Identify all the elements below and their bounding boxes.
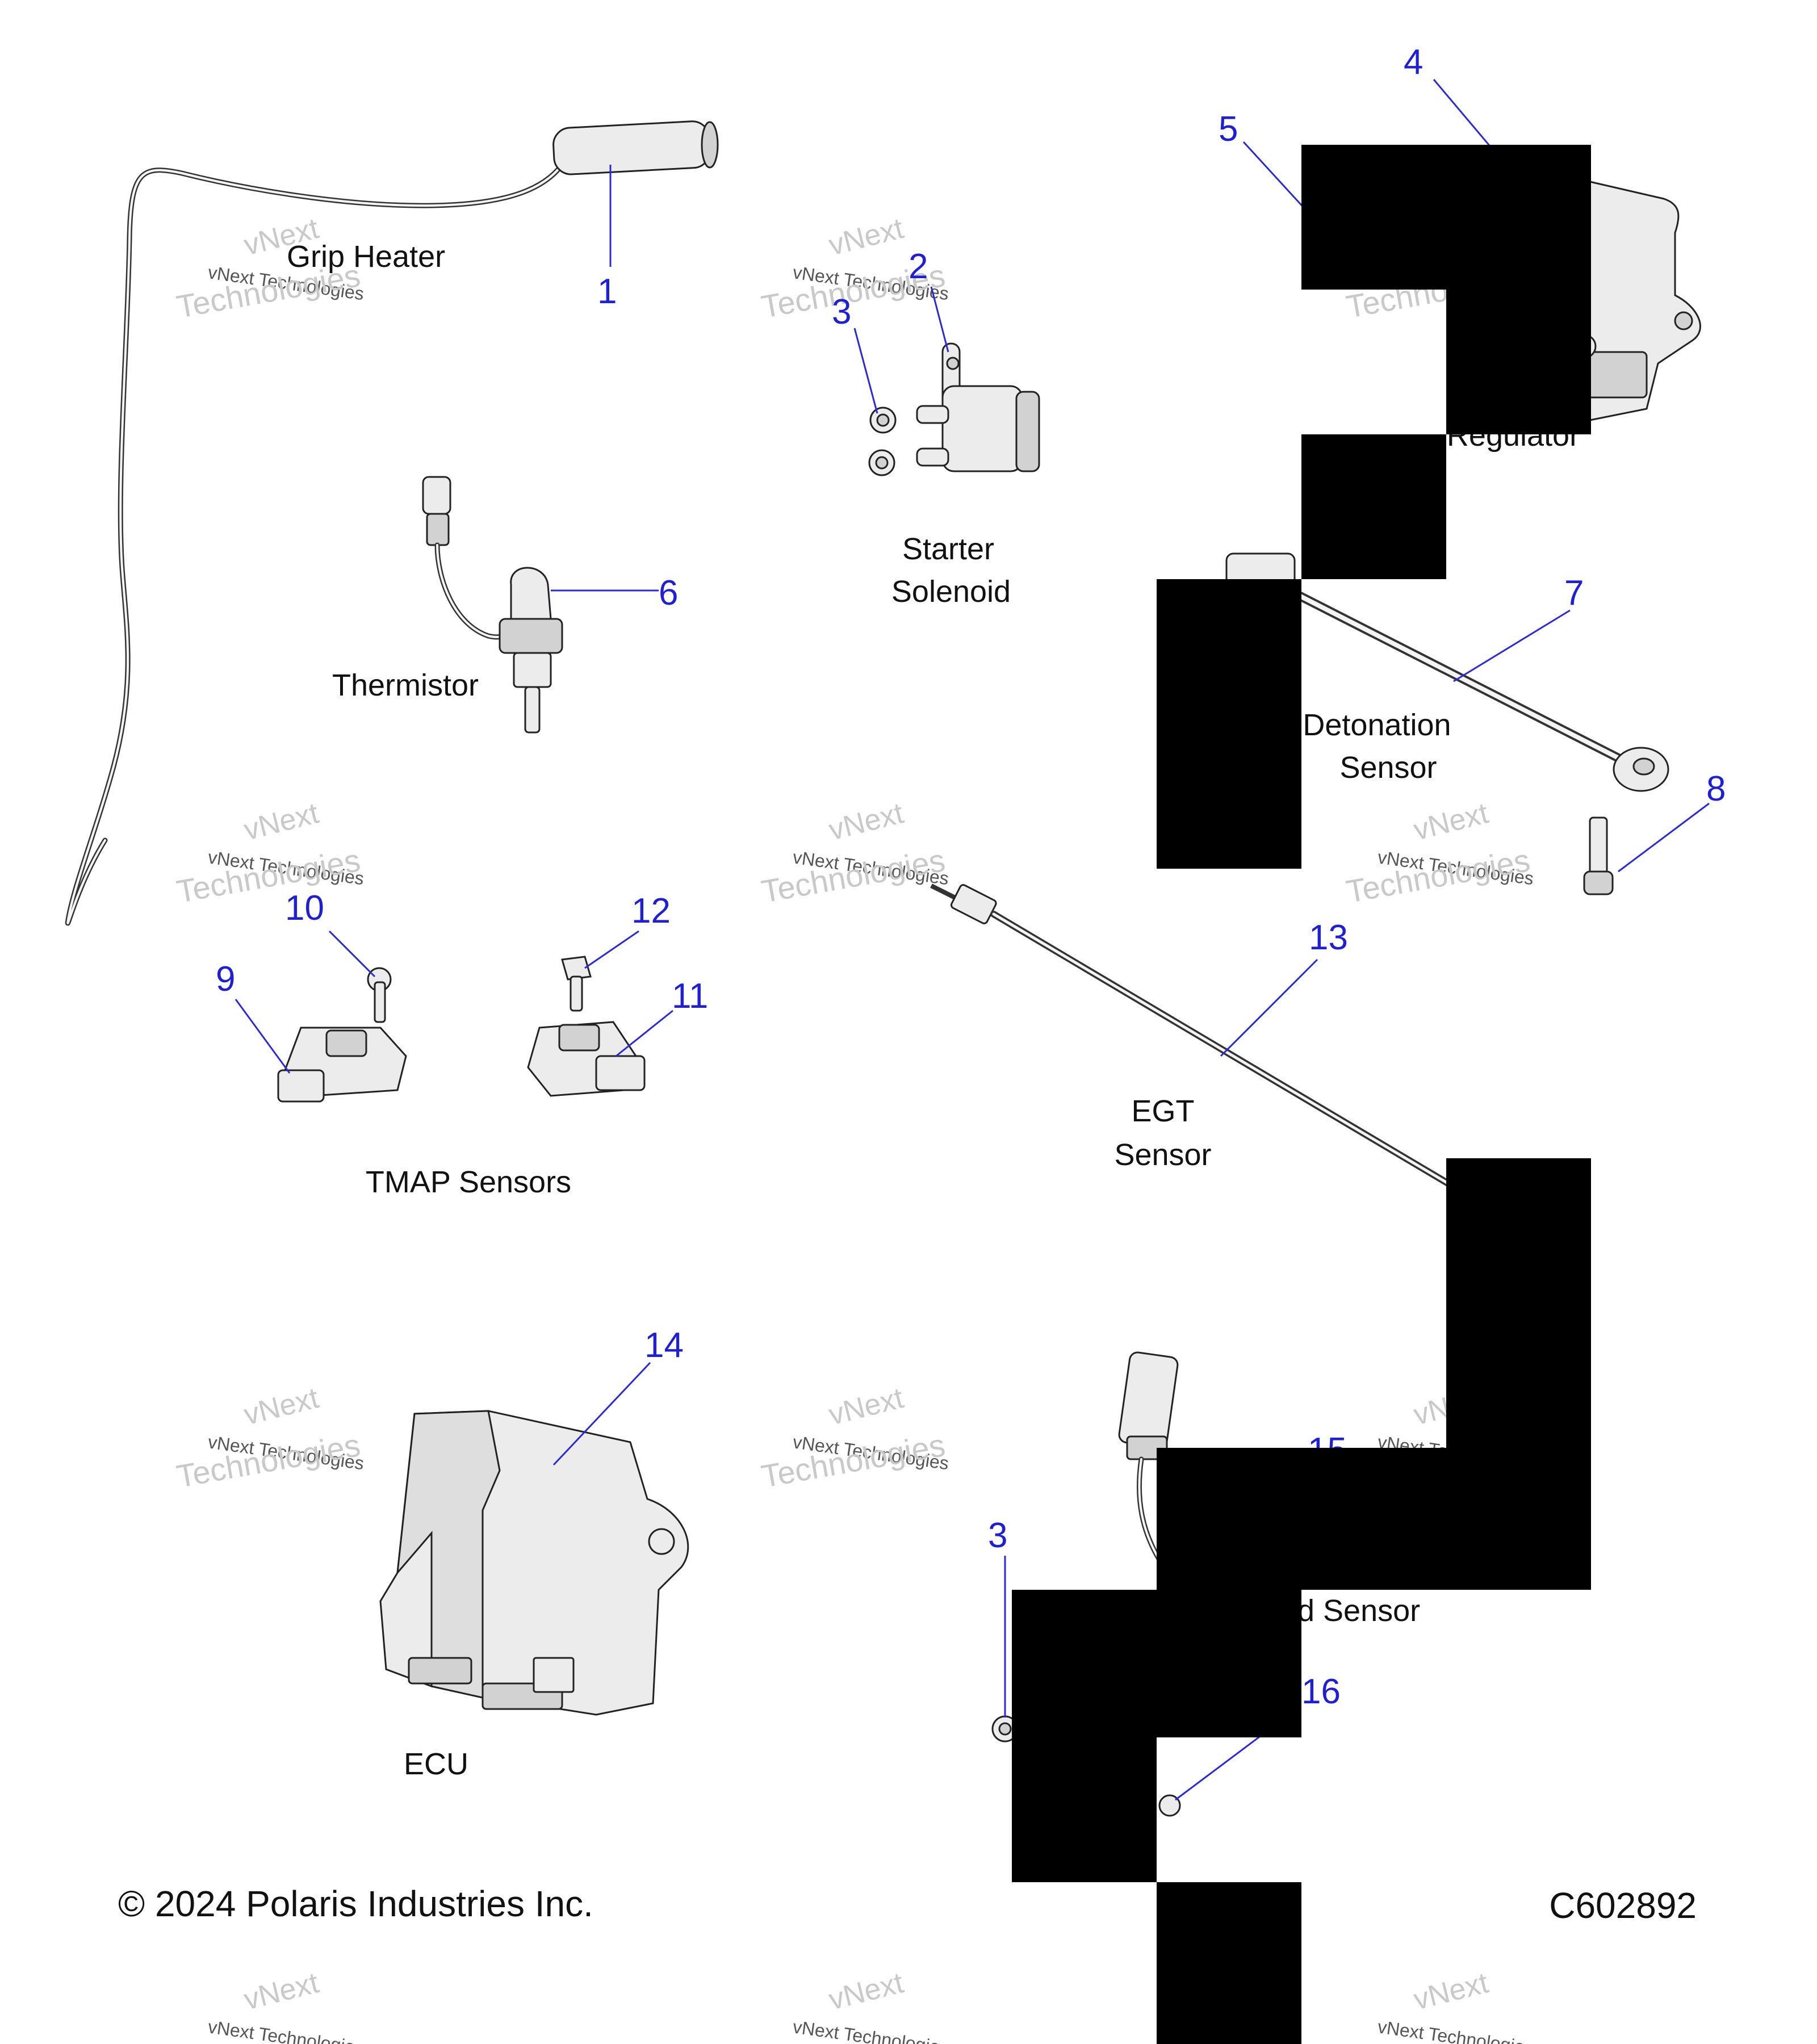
tmap-sensor-part-right [527, 956, 646, 1097]
tmap-sensor-part-left [277, 967, 407, 1103]
watermark: vNext vNext Technologies [792, 1966, 950, 2044]
egt-sensor-part [930, 883, 1457, 1190]
redaction-blocks [1012, 145, 1591, 2044]
svg-text:vNext: vNext [826, 1381, 907, 1432]
watermark: vNext vNext Technologies Technologies [759, 1381, 950, 1494]
callout-11: 11 [672, 977, 708, 1016]
watermark: vNext vNext Technologies [1376, 1966, 1535, 2044]
redaction-block [1157, 579, 1301, 869]
svg-text:vNext: vNext [241, 797, 323, 847]
callout-9: 9 [216, 960, 235, 999]
thermistor-part [422, 476, 563, 734]
label-solenoid: Solenoid [891, 575, 1011, 609]
label-detonation: Detonation [1303, 708, 1451, 742]
copyright: © 2024 Polaris Industries Inc. [118, 1883, 593, 1924]
svg-text:Technologies: Technologies [759, 842, 948, 910]
svg-text:vNext: vNext [1410, 797, 1492, 847]
callout-4: 4 [1404, 43, 1423, 82]
redaction-block [1446, 1158, 1591, 1454]
bolt-part-16 [1158, 1794, 1181, 1817]
svg-text:vNext: vNext [1410, 1966, 1492, 2017]
callout-numbers: 1 2 3 4 5 6 7 8 9 10 11 12 13 14 3 15 16 [216, 43, 1726, 1711]
svg-text:Technologies: Technologies [759, 1427, 948, 1494]
label-egt-sensor: Sensor [1114, 1138, 1211, 1172]
watermark: vNext vNext Technologies [207, 1966, 365, 2044]
watermark: vNext vNext Technologies Technologies [759, 797, 950, 910]
svg-text:Technologies: Technologies [174, 842, 363, 910]
label-detonation-sensor: Sensor [1339, 751, 1437, 785]
ecu-part [379, 1410, 689, 1716]
label-speed-sensor-partial: d Sensor [1297, 1594, 1420, 1628]
diagram-id: C602892 [1549, 1885, 1697, 1926]
callout-8: 8 [1706, 769, 1726, 809]
watermark: vNext vNext Technologies Technologies [174, 1381, 365, 1494]
regulator-part [1572, 181, 1701, 421]
svg-text:Technologies: Technologies [174, 1427, 363, 1494]
callout-5: 5 [1219, 110, 1238, 149]
callout-13: 13 [1309, 918, 1348, 957]
callout-6: 6 [659, 573, 678, 613]
footer: © 2024 Polaris Industries Inc. C602892 [118, 1883, 1697, 1926]
svg-text:Technologies: Technologies [1343, 842, 1533, 910]
speed-sensor-part [1118, 1351, 1179, 1570]
label-tmap-sensors: TMAP Sensors [366, 1165, 571, 1199]
svg-text:vNext Technologies: vNext Technologies [792, 2016, 950, 2044]
redaction-block [1157, 1882, 1301, 2044]
starter-solenoid-part [916, 342, 1040, 472]
label-starter: Starter [902, 532, 994, 566]
nut-part-upper [868, 407, 897, 476]
svg-text:vNext Technologies: vNext Technologies [1376, 2016, 1535, 2044]
callout-1: 1 [597, 272, 617, 311]
callout-16: 16 [1301, 1672, 1341, 1711]
redaction-block [1446, 284, 1591, 434]
redaction-block [1012, 1737, 1157, 1882]
label-ecu: ECU [404, 1747, 468, 1781]
watermark: vNext vNext Technologies Technologies [1343, 797, 1535, 910]
redaction-block [1012, 1590, 1301, 1737]
redaction-block [1301, 434, 1446, 579]
svg-text:vNext: vNext [826, 797, 907, 847]
label-grip-heater: Grip Heater [287, 240, 445, 274]
svg-text:vNext: vNext [241, 1966, 323, 2017]
callout-3-lower: 3 [988, 1516, 1007, 1555]
svg-text:vNext Technologies: vNext Technologies [207, 2016, 365, 2044]
callout-14: 14 [644, 1326, 684, 1365]
svg-text:vNext: vNext [241, 1381, 323, 1432]
part-labels: Grip Heater Starter Solenoid Regulator T… [287, 240, 1580, 1781]
callout-12: 12 [631, 891, 671, 931]
redaction-block [1157, 1448, 1591, 1590]
label-egt: EGT [1131, 1094, 1194, 1128]
grip-heater-part [65, 120, 719, 926]
redaction-block [1301, 145, 1591, 290]
callout-2: 2 [909, 247, 928, 286]
svg-text:vNext: vNext [826, 212, 907, 262]
watermark: vNext vNext Technologies Technologies [174, 797, 365, 910]
callout-10: 10 [285, 889, 324, 928]
leader-lines [235, 79, 1710, 1801]
callout-7: 7 [1564, 573, 1584, 613]
svg-text:vNext: vNext [826, 1966, 907, 2017]
nut-part-lower [991, 1715, 1019, 1743]
callout-3: 3 [832, 292, 851, 332]
label-thermistor: Thermistor [332, 668, 479, 702]
bolt-part-8 [1583, 816, 1614, 895]
